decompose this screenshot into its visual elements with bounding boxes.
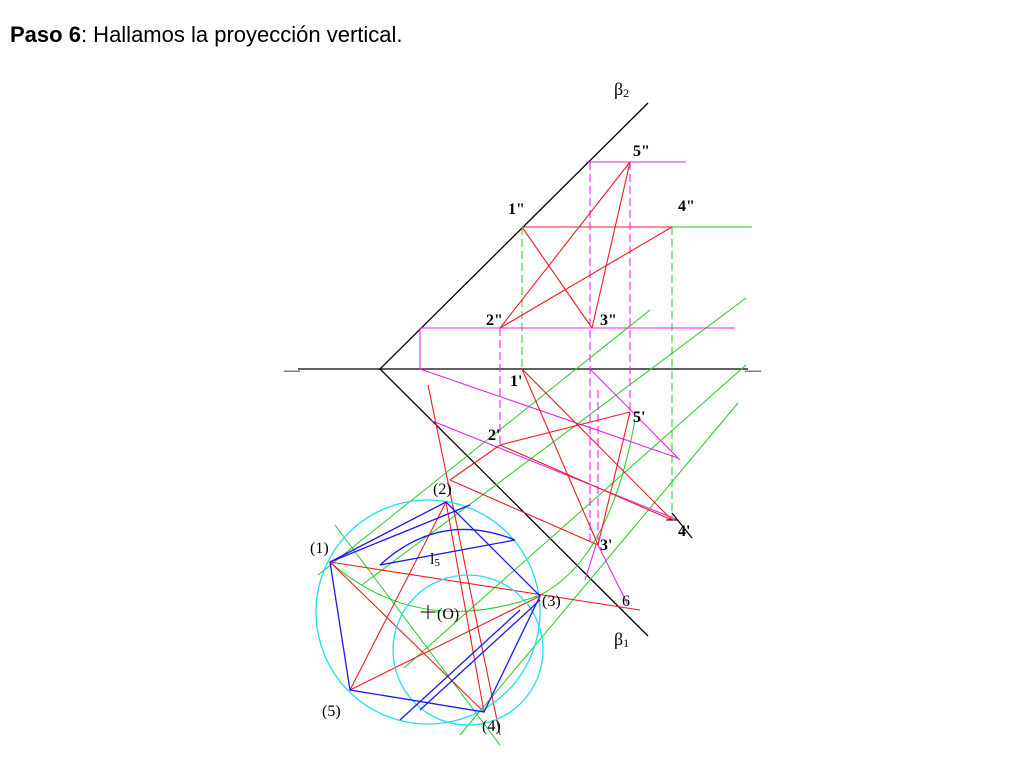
ground-line-group	[298, 102, 748, 637]
circumscribed-circle	[315, 499, 541, 725]
magenta-diag-5	[589, 368, 681, 461]
blue-lines	[329, 501, 541, 721]
label-2-prime: 2'	[488, 427, 500, 444]
red-r2-r4	[445, 501, 485, 713]
label-1-double-prime: 1"	[508, 201, 525, 218]
blue-inner-1	[379, 539, 516, 566]
red-1v-3v	[521, 226, 593, 329]
blue-inner-3	[419, 599, 541, 711]
red-r5-r3	[349, 595, 541, 691]
trace-beta1	[379, 368, 649, 637]
red-r2-r5	[349, 501, 447, 691]
magenta-diag-2	[419, 368, 679, 459]
green-arc	[329, 419, 636, 612]
label-beta2: β2	[614, 79, 629, 100]
label-3-double-prime: 3"	[600, 312, 617, 329]
label-center: (O)	[437, 606, 459, 623]
red-r1-r4	[329, 561, 485, 713]
label-4-prime: 4'	[678, 523, 690, 540]
green-diagonal-2	[361, 297, 747, 586]
title-step: Paso 6	[10, 22, 81, 47]
auxiliary-circle	[392, 574, 544, 726]
red-2h-5h	[499, 411, 631, 446]
red-5v-3v	[591, 161, 631, 329]
red-r1-r3	[329, 561, 641, 611]
label-r3: (3)	[542, 593, 561, 610]
label-3-prime: 3'	[600, 537, 612, 554]
blue-r1-inner	[329, 504, 471, 563]
rotated-pentagon	[329, 501, 541, 713]
title-text: Hallamos la proyección vertical.	[87, 22, 403, 47]
label-r1: (1)	[310, 540, 329, 557]
magenta-3prime-down	[584, 544, 597, 581]
tick-marks	[421, 519, 678, 619]
red-2v-4v	[499, 226, 673, 329]
magenta-lines	[419, 161, 735, 606]
green-diagonal-3	[403, 364, 747, 669]
red-2h-3h	[449, 479, 599, 546]
label-beta1: β1	[614, 629, 629, 650]
labels: — — β2 β1 5" 1" 4" 2" 3" 1' 2' 3' 4' 5' …	[283, 79, 762, 735]
label-2-double-prime: 2"	[486, 312, 503, 329]
trace-beta2	[379, 102, 649, 370]
red-2v-5v	[499, 161, 631, 329]
title-separator: :	[80, 22, 88, 47]
magenta-diag-low	[429, 419, 679, 521]
label-5-double-prime: 5"	[633, 143, 650, 160]
red-2h-4h	[499, 444, 673, 521]
red-1h-3h	[521, 368, 599, 546]
green-diagonal-1	[317, 309, 651, 576]
green-lines	[317, 226, 752, 746]
red-lines	[329, 161, 673, 736]
label-r2: (2)	[433, 481, 452, 498]
red-axis-2	[427, 384, 501, 736]
label-r5: (5)	[322, 703, 341, 720]
label-1-prime: 1'	[510, 373, 522, 390]
green-diagonal-4	[459, 402, 739, 736]
green-axis-1	[334, 524, 501, 746]
red-1h-4h	[521, 368, 673, 521]
ground-tick-left: —	[283, 362, 301, 379]
cyan-circles	[315, 499, 544, 726]
label-5-prime: 5'	[633, 409, 645, 426]
label-r4: (4)	[482, 718, 501, 735]
magenta-3prime-6	[597, 544, 629, 606]
label-six: 6	[622, 593, 630, 610]
red-5h-3h	[597, 411, 631, 546]
blue-arc-l5	[379, 528, 516, 566]
page-title: Paso 6: Hallamos la proyección vertical.	[10, 22, 403, 48]
blue-inner-2	[399, 609, 521, 721]
red-1h-3h-ext	[449, 444, 501, 481]
line-4-to-4prime-black	[671, 512, 693, 539]
label-l5: l5	[430, 551, 440, 569]
label-4-double-prime: 4"	[678, 198, 695, 215]
ground-tick-right: —	[744, 362, 762, 379]
